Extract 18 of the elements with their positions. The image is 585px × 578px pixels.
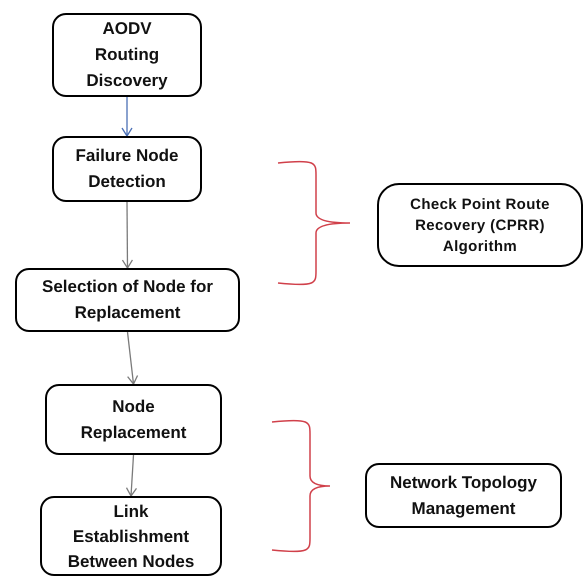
process-box: [52, 13, 202, 97]
box-label: Selection of Node for Replacement: [41, 276, 214, 324]
process-box: [377, 183, 583, 267]
box-label: AODV Routing Discovery: [85, 18, 169, 92]
arrow: [122, 202, 134, 269]
arrow: [121, 97, 133, 137]
arrow: [126, 454, 138, 497]
arrow: [126, 332, 138, 385]
process-box: [365, 463, 562, 528]
process-box: [52, 136, 202, 202]
box-label: Node Replacement: [80, 396, 188, 444]
process-box: [15, 268, 240, 332]
process-box: [45, 384, 222, 455]
box-label: Check Point Route Recovery (CPRR) Algorithm: [409, 194, 551, 256]
box-label: Failure Node Detection: [74, 145, 180, 193]
process-box: [40, 496, 222, 576]
box-label: Link Establishment Between Nodes: [66, 500, 196, 572]
box-label: Network Topology Management: [388, 472, 538, 520]
